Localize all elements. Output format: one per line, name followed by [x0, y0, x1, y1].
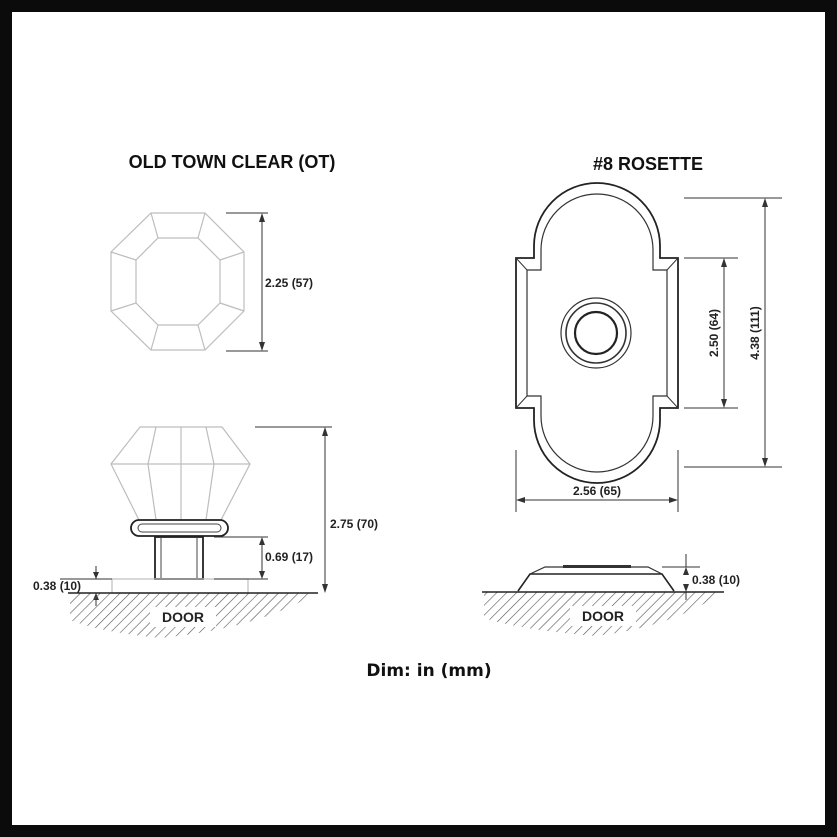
dim-rosette-outer: 4.38 (111) — [684, 197, 782, 468]
svg-text:0.38 (10): 0.38 (10) — [33, 579, 81, 593]
door-left: DOOR — [68, 592, 318, 638]
left-title: OLD TOWN CLEAR (OT) — [129, 152, 336, 172]
rosette-side-view — [517, 565, 675, 592]
door-right: DOOR — [482, 591, 724, 636]
svg-text:0.69 (17): 0.69 (17) — [265, 550, 313, 564]
svg-text:2.56 (65): 2.56 (65) — [573, 484, 621, 498]
units-legend: Dim: in (mm) — [366, 661, 491, 681]
dim-knob-neck: 0.69 (17) — [214, 536, 313, 580]
svg-text:0.38 (10): 0.38 (10) — [692, 573, 740, 587]
knob-side-view — [110, 426, 251, 594]
dim-knob-height: 2.75 (70) — [255, 426, 378, 593]
svg-text:2.25 (57): 2.25 (57) — [265, 276, 313, 290]
svg-text:DOOR: DOOR — [162, 609, 204, 625]
dim-rosette-inner: 2.50 (64) — [684, 257, 738, 409]
dim-knob-base: 0.38 (10) — [33, 566, 112, 606]
svg-text:DOOR: DOOR — [582, 608, 624, 624]
knob-top-view — [110, 212, 245, 351]
dim-rosette-width: 2.56 (65) — [515, 450, 679, 512]
svg-text:4.38 (111): 4.38 (111) — [748, 306, 762, 359]
rosette-front-view — [515, 182, 679, 484]
dim-knob-width: 2.25 (57) — [226, 212, 313, 352]
right-title: #8 ROSETTE — [593, 154, 703, 174]
svg-text:2.75 (70): 2.75 (70) — [330, 517, 378, 531]
svg-text:2.50 (64): 2.50 (64) — [707, 309, 721, 357]
